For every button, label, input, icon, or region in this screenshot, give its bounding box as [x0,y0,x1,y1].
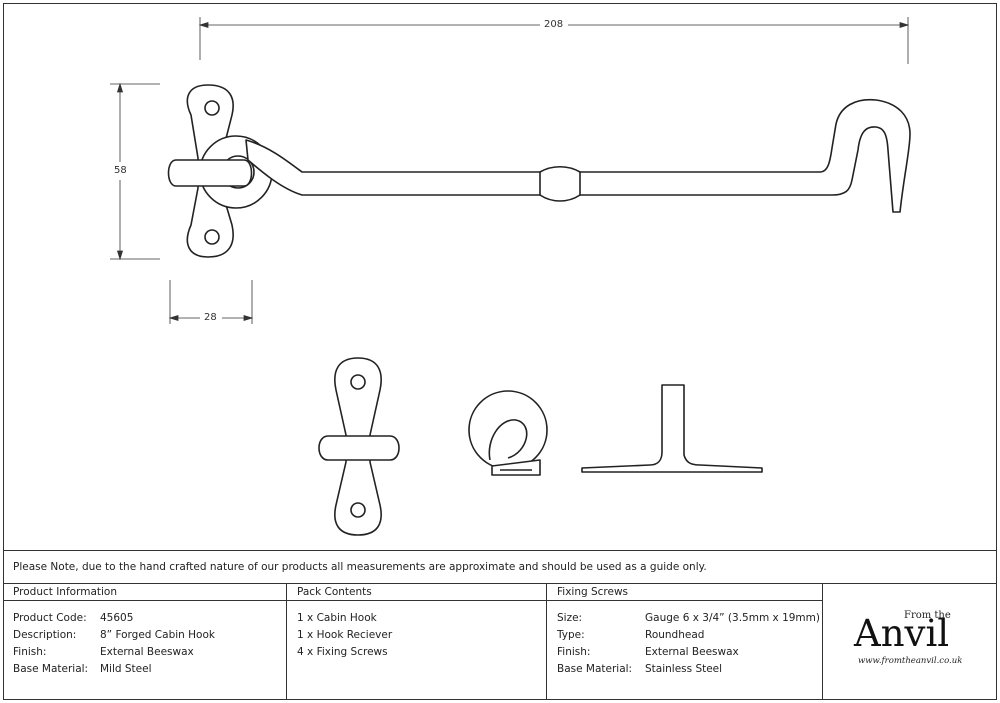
logo-from-text: From the [904,610,951,621]
base-material-label: Base Material: [13,663,89,675]
product-code-value: 45605 [100,612,134,624]
brand-logo: From the Anvil www.fromtheanvil.co.uk [848,606,983,676]
screw-type-label: Type: [557,629,585,641]
pack-item: 1 x Hook Reciever [297,629,393,641]
logo-name-text: Anvil [854,612,950,655]
sheet-border [3,3,997,700]
product-code-label: Product Code: [13,612,87,624]
exploded-pin [318,435,400,461]
dim-height-label: 58 [114,165,127,176]
finish-label: Finish: [13,646,47,658]
hinge-pin [167,159,253,187]
hook-bracket [581,384,763,473]
pack-item: 4 x Fixing Screws [297,646,388,658]
description-value: 8” Forged Cabin Hook [100,629,215,641]
screw-type-value: Roundhead [645,629,705,641]
description-label: Description: [13,629,77,641]
screw-size-label: Size: [557,612,583,624]
screw-finish-label: Finish: [557,646,591,658]
screw-material-label: Base Material: [557,663,633,675]
logo-url-text: www.fromtheanvil.co.uk [858,656,963,666]
cabin-hook-assembly [167,84,911,258]
dim-width-label: 208 [544,19,564,30]
product-info-heading: Product Information [13,586,117,598]
dim-plate-label: 28 [204,312,217,323]
screw-finish-value: External Beeswax [645,646,739,658]
fixing-screws-heading: Fixing Screws [557,586,629,598]
base-material-value: Mild Steel [100,663,152,675]
hook-bar [245,98,911,213]
screw-size-value: Gauge 6 x 3/4” (3.5mm x 19mm) [645,612,820,624]
finish-value: External Beeswax [100,646,194,658]
screw-material-value: Stainless Steel [645,663,723,675]
exploded-parts [318,357,763,536]
disclaimer-note: Please Note, due to the hand crafted nat… [13,561,707,573]
pack-contents-heading: Pack Contents [297,586,372,598]
pack-item: 1 x Cabin Hook [297,612,377,624]
